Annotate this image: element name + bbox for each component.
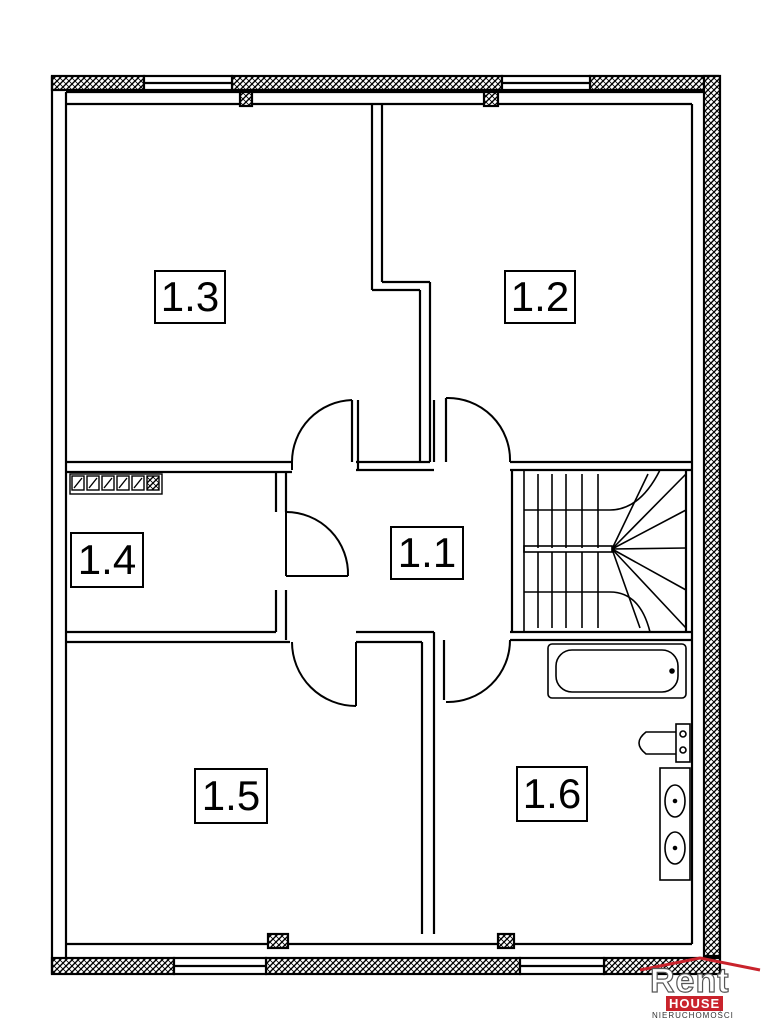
logo-name: Rent [649, 961, 730, 1000]
room-label-1-5: 1.5 [194, 768, 268, 824]
room-label-1-2: 1.2 [504, 270, 576, 324]
room-label-1-3: 1.3 [154, 270, 226, 324]
closet-shelving [69, 473, 163, 495]
doors [285, 396, 512, 707]
room-label-1-6: 1.6 [516, 766, 588, 822]
staircase [523, 469, 687, 633]
rent-house-logo: Rent HOUSE NIERUCHOMOŚCI [636, 956, 764, 1022]
roof-icon [639, 956, 761, 972]
bathroom-fixtures [547, 643, 691, 881]
room-label-1-1: 1.1 [390, 526, 464, 580]
interior-walls [66, 104, 692, 934]
logo-sub-brand: HOUSE [666, 996, 724, 1011]
room-label-1-4: 1.4 [70, 532, 144, 588]
exterior-walls [50, 74, 722, 976]
logo-tagline: NIERUCHOMOŚCI [652, 1011, 734, 1020]
